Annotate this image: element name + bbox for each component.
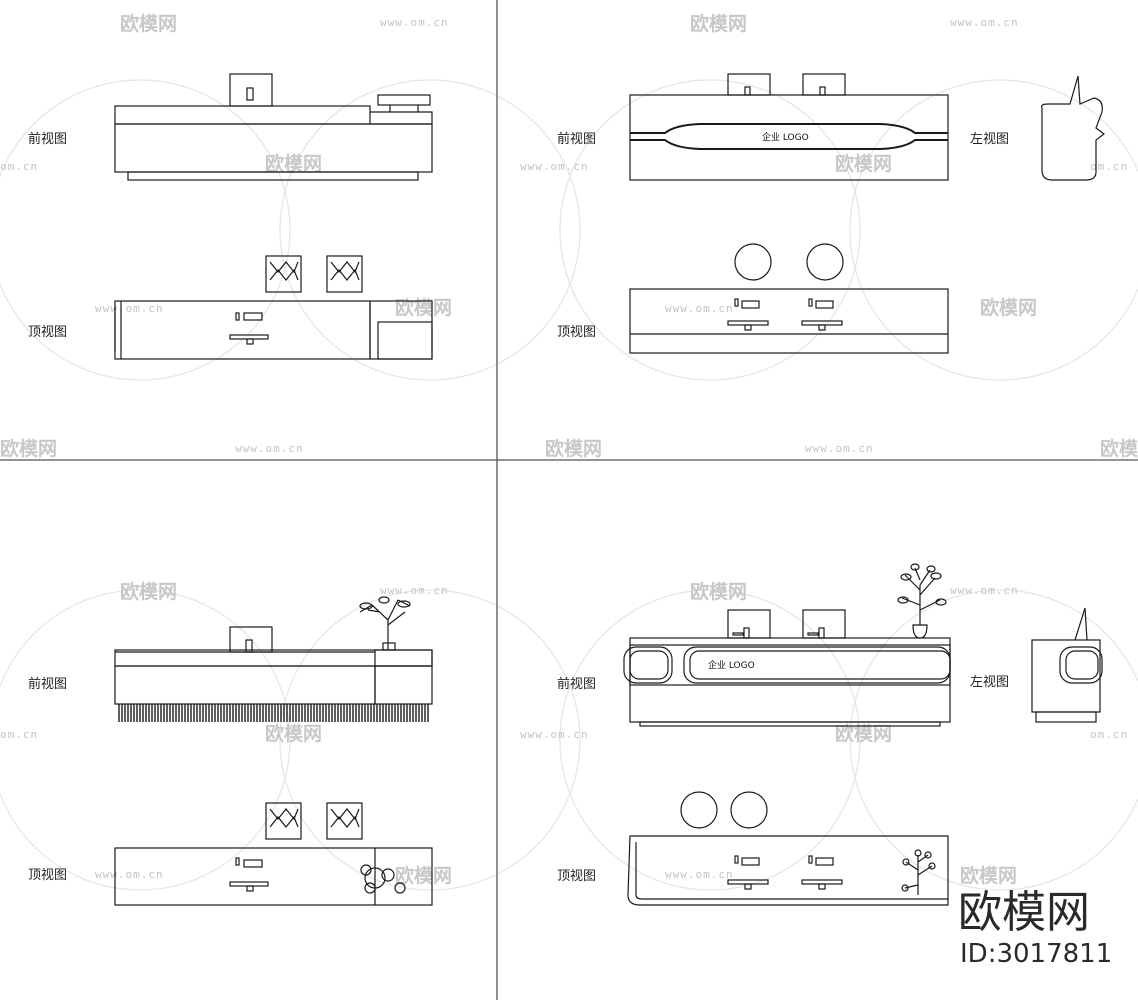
top-view-label: 顶视图: [557, 869, 596, 884]
watermark-brand: 欧模网: [835, 722, 892, 745]
watermark-url: www.om.cn: [520, 728, 589, 741]
watermark-url: www.om.cn: [235, 442, 304, 455]
watermark-url-short: om.cn: [0, 160, 38, 173]
quadrant-3: 前视图 顶视图: [28, 596, 433, 906]
side-view-label: 左视图: [970, 675, 1009, 690]
top-view-label: 顶视图: [557, 325, 596, 340]
plant-icon: [897, 563, 947, 639]
watermark-url-short: om.cn: [1090, 160, 1128, 173]
top-view-label: 顶视图: [28, 868, 67, 883]
watermark-url: www.om.cn: [380, 584, 449, 597]
side-view-drawing: [1031, 607, 1103, 723]
front-view-label: 前视图: [28, 131, 67, 147]
plant-icon: [360, 864, 406, 894]
watermark-url: www.om.cn: [95, 302, 164, 315]
brand-name: 欧模网: [958, 887, 1090, 938]
watermark-url-short: om.cn: [1090, 728, 1128, 741]
top-view-label: 顶视图: [28, 325, 67, 340]
watermarks: 欧模网 www.om.cn 欧模网 www.om.cn om.cn 欧模网 ww…: [0, 12, 1138, 887]
watermark-url: www.om.cn: [950, 584, 1019, 597]
watermark-url: www.om.cn: [665, 868, 734, 881]
plant-icon: [901, 849, 936, 895]
watermark-url: www.om.cn: [665, 302, 734, 315]
logo-text: 企业 LOGO: [708, 659, 755, 671]
watermark-url: www.om.cn: [380, 16, 449, 29]
watermark-url: www.om.cn: [950, 16, 1019, 29]
side-view-drawing: [1041, 75, 1105, 181]
watermark-url: www.om.cn: [95, 868, 164, 881]
top-view-drawing: [114, 255, 433, 360]
side-view-label: 左视图: [970, 132, 1009, 147]
watermark-brand: 欧模网: [265, 152, 322, 175]
top-view-drawing: [114, 802, 433, 906]
front-view-drawing: 企业 LOGO: [629, 73, 949, 181]
watermark-brand: 欧模网: [0, 437, 57, 460]
front-view-label: 前视图: [557, 131, 596, 147]
watermark-brand: 欧模网: [980, 296, 1037, 319]
brand-id: ID:3017811: [960, 939, 1112, 969]
watermark-brand: 欧模网: [690, 12, 747, 35]
watermark-brand: 欧模网: [395, 864, 452, 887]
front-view-label: 前视图: [28, 676, 67, 692]
watermark-brand: 欧模网: [120, 12, 177, 35]
top-view-drawing: [627, 791, 949, 906]
watermark-brand: 欧模网: [120, 580, 177, 603]
watermark-brand: 欧模网: [545, 437, 602, 460]
quadrant-2: 前视图 左视图 顶视图 企业 LOGO: [557, 73, 1105, 354]
watermark-brand: 欧模网: [835, 152, 892, 175]
quadrant-4: 前视图 左视图 顶视图: [557, 563, 1103, 906]
plant-icon: [359, 596, 411, 651]
logo-text: 企业 LOGO: [762, 131, 809, 143]
front-view-drawing: 企业 LOGO: [623, 563, 951, 727]
watermark-url: www.om.cn: [805, 442, 874, 455]
front-view-drawing: [114, 596, 433, 722]
watermark-brand: 欧模网: [1100, 437, 1138, 460]
front-view-drawing: [114, 73, 433, 181]
quadrant-1: 前视图 顶视图: [28, 73, 433, 360]
front-view-label: 前视图: [557, 676, 596, 692]
watermark-url: www.om.cn: [520, 160, 589, 173]
base-grille: [118, 704, 429, 722]
watermark-arcs: [0, 79, 1138, 891]
watermark-brand: 欧模网: [395, 296, 452, 319]
watermark-brand: 欧模网: [265, 722, 322, 745]
top-view-drawing: [629, 243, 949, 354]
watermark-brand: 欧模网: [690, 580, 747, 603]
footer-brand: 欧模网 ID:3017811: [958, 887, 1112, 969]
watermark-url-short: om.cn: [0, 728, 38, 741]
watermark-brand: 欧模网: [960, 864, 1017, 887]
